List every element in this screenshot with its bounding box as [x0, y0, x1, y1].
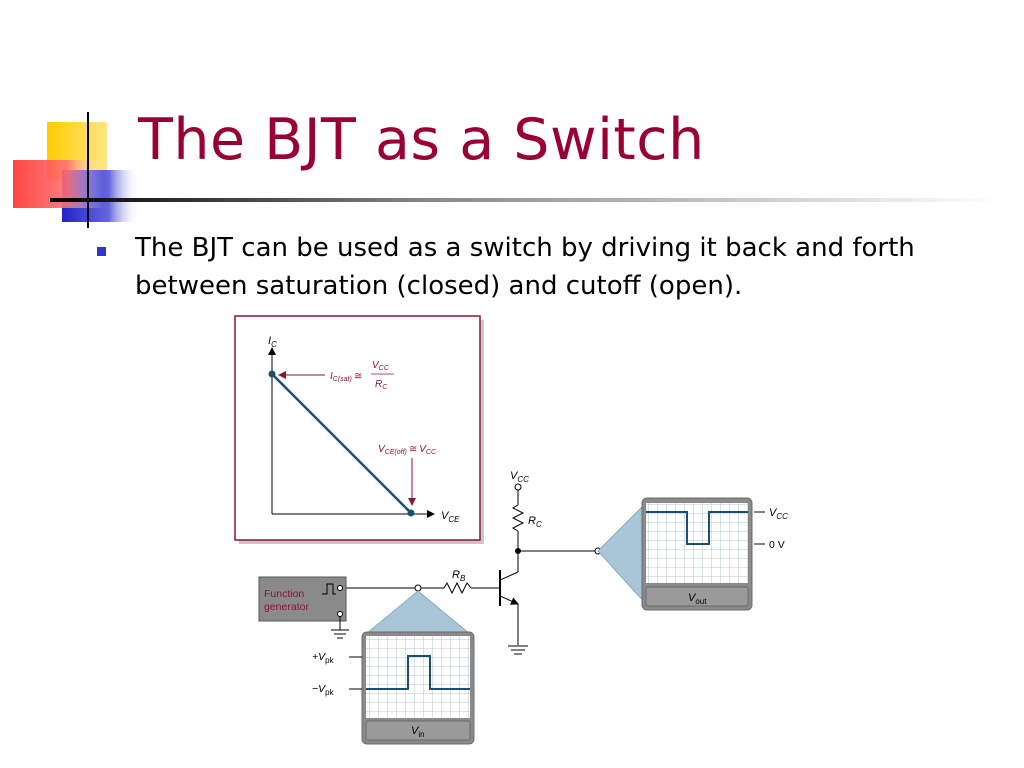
ic-sat-denominator: RC [375, 379, 388, 391]
bullet-marker [97, 247, 106, 256]
fg-output-terminal [337, 585, 343, 591]
slide-title: The BJT as a Switch [138, 107, 705, 173]
rc-resistor [511, 504, 525, 532]
scope-in-high-label: +Vpk [312, 651, 335, 665]
vcc-terminal [514, 483, 522, 491]
cutoff-point [407, 509, 415, 517]
title-underline [50, 198, 1000, 202]
ic-sat-label: IC(sat)≅ [330, 371, 362, 383]
vcc-label: VCC [510, 470, 529, 484]
rc-label: RC [528, 515, 542, 529]
scope-out-high-label: VCC [769, 507, 788, 521]
function-generator: Function generator [258, 576, 349, 639]
pulse-icon [322, 583, 336, 595]
ic-axis-label: IC [268, 335, 277, 349]
load-line [271, 373, 412, 514]
load-line-panel: IC VCE IC(sat)≅ VCC RC VCE(off)≅VCC [234, 315, 484, 544]
output-scope-wedge [597, 501, 647, 606]
vout-caption: Vout [688, 592, 707, 606]
input-scope-wedge [364, 590, 472, 635]
fg-ground-terminal [337, 611, 343, 617]
vin-terminal [414, 584, 422, 592]
output-waveform [646, 511, 748, 545]
bullet-text: The BJT can be used as a switch by drivi… [135, 233, 915, 301]
rb-resistor [443, 581, 472, 595]
transistor-emitter [499, 595, 519, 605]
rb-label: RB [452, 569, 466, 583]
ic-sat-numerator: VCC [372, 360, 390, 372]
ground-emitter [508, 645, 528, 655]
vin-caption: Vin [411, 725, 425, 739]
vce-axis-label: VCE [441, 510, 460, 524]
transistor-collector [499, 571, 519, 581]
input-waveform [366, 655, 470, 690]
scope-in-low-label: −Vpk [312, 683, 335, 697]
vce-off-label: VCE(off)≅VCC [378, 444, 437, 456]
scope-out-low-label: 0 V [769, 539, 785, 551]
input-scope: Vin +Vpk −Vpk [312, 590, 475, 745]
function-generator-label-line1: Function [264, 588, 304, 600]
function-generator-label-line2: generator [264, 601, 309, 613]
saturation-point [268, 370, 276, 378]
output-scope: Vout VCC 0 V [597, 497, 788, 611]
